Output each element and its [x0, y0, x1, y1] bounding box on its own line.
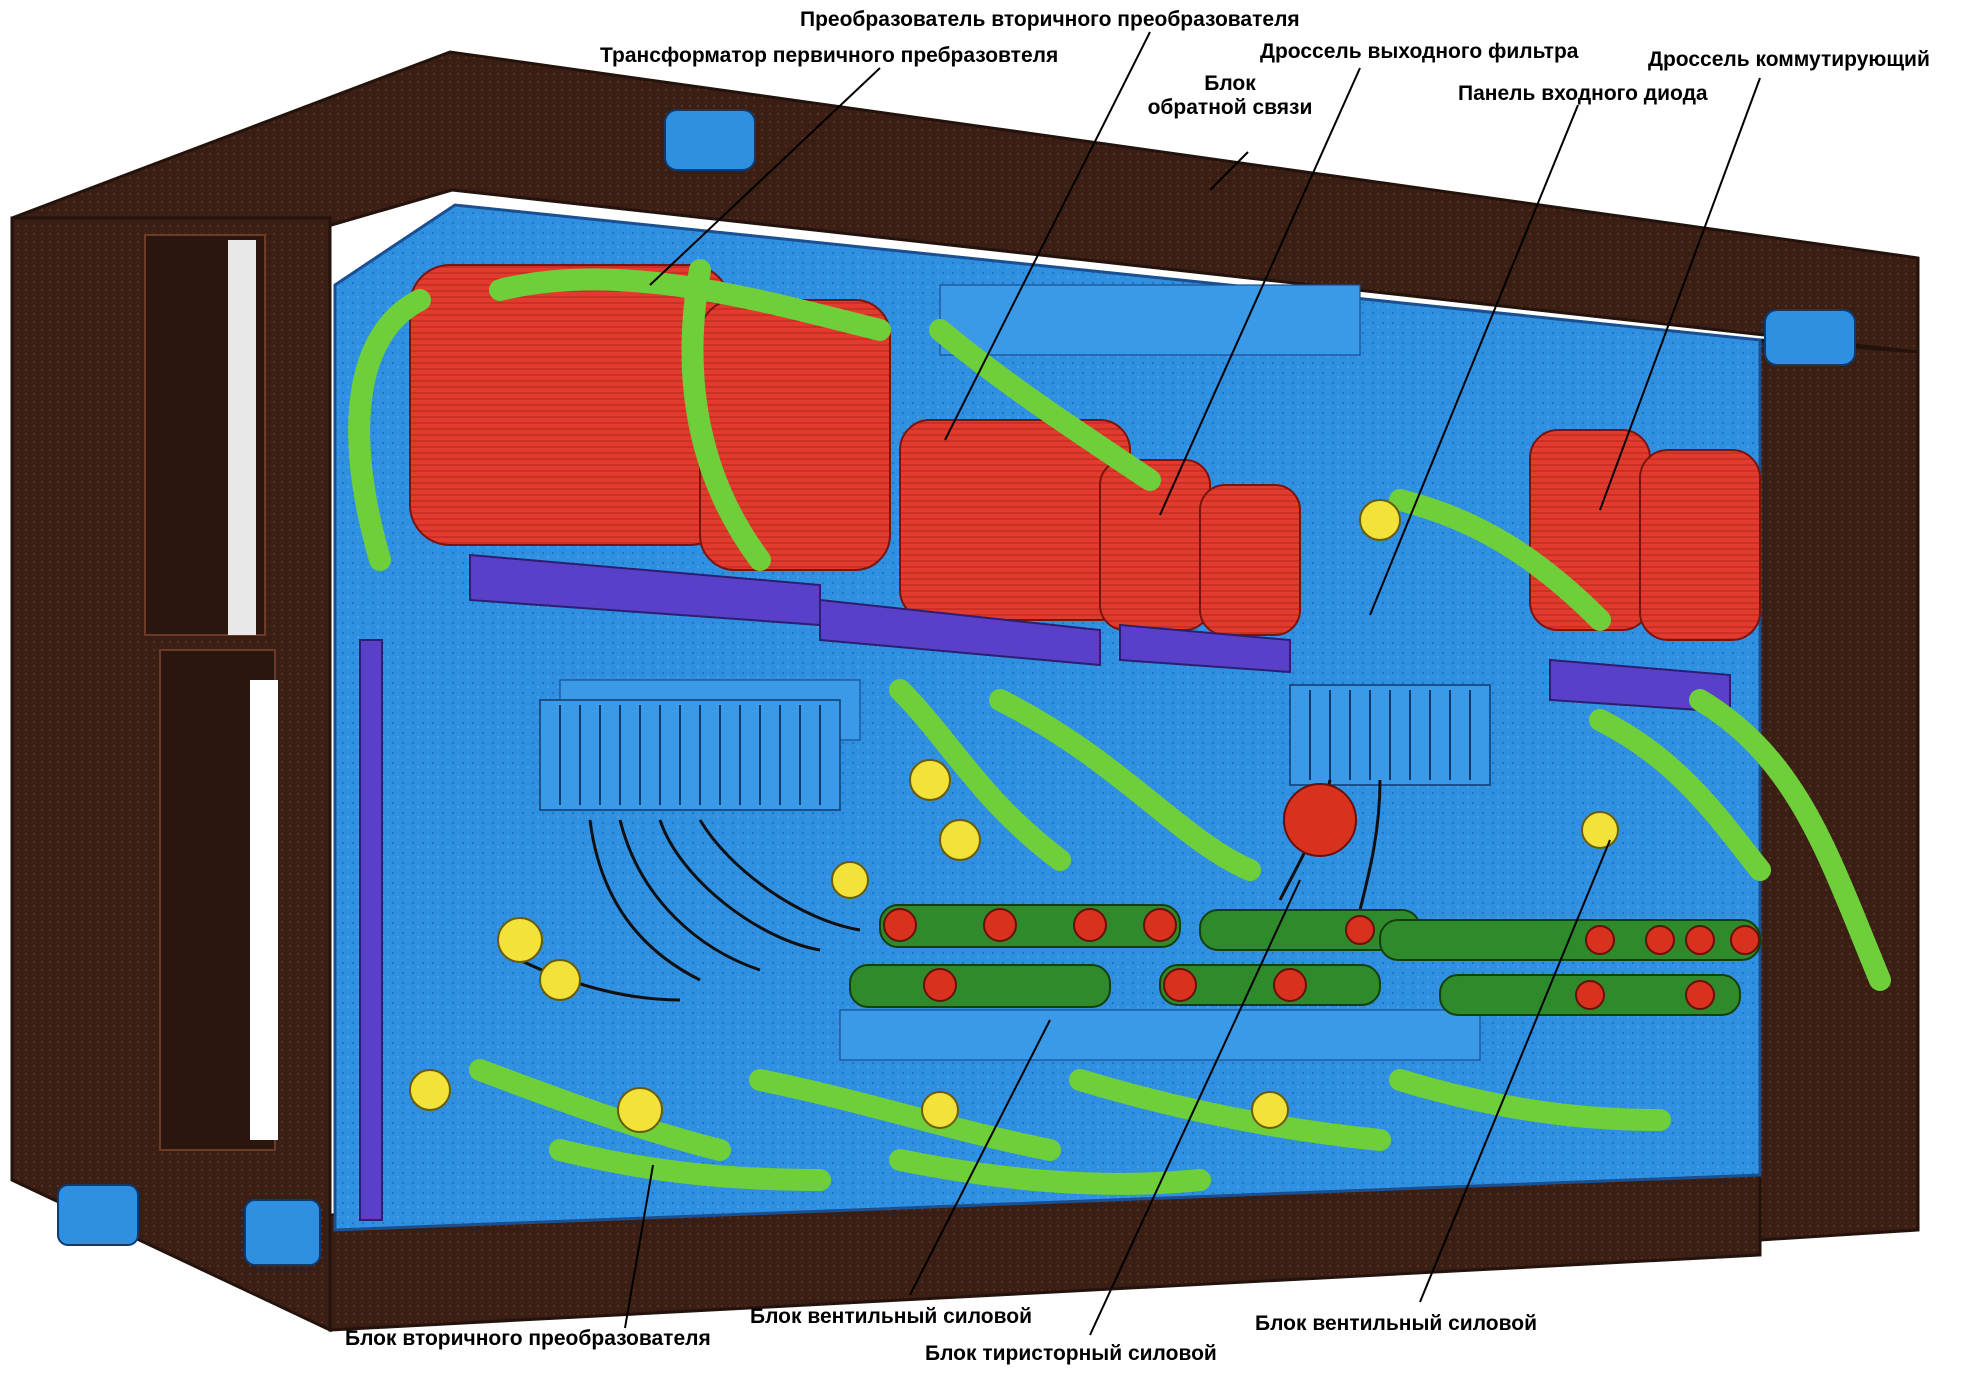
terminal-ticks: [559, 690, 1471, 805]
label-rectifier-power-block-left: Блок вентильный силовой: [750, 1305, 1032, 1328]
label-feedback-block-line1: Блок: [1204, 72, 1256, 95]
label-commutating-choke: Дроссель коммутирующий: [1648, 48, 1930, 71]
green-cables: [348, 259, 1891, 1195]
commutating-choke: [1529, 429, 1761, 641]
leader-thyristor-power-block: [1089, 879, 1301, 1336]
label-thyristor-power-block: Блок тиристорный силовой: [925, 1342, 1217, 1365]
leader-input-diode-panel: [1369, 104, 1579, 616]
leader-rectifier-power-block-left: [909, 1019, 1051, 1296]
leader-output-filter-choke: [1159, 67, 1361, 516]
label-feedback-block: Блок обратной связи: [1120, 72, 1340, 120]
label-feedback-block-line2: обратной связи: [1147, 96, 1313, 120]
leader-lines: [624, 31, 1761, 1336]
label-rectifier-power-block-right: Блок вентильный силовой: [1255, 1312, 1537, 1335]
mounting-brackets: [57, 109, 1856, 1266]
output-filter-choke: [1099, 459, 1301, 636]
leader-secondary-converter-converter: [944, 31, 1151, 441]
yellow-terminals: [409, 499, 1619, 1133]
leader-rectifier-power-block-right: [1419, 839, 1611, 1303]
leader-secondary-converter-block: [624, 1164, 654, 1329]
label-input-diode-panel: Панель входного диода: [1458, 82, 1708, 105]
label-secondary-converter-block: Блок вторичного преобразователя: [345, 1327, 711, 1350]
cabinet-body: [10, 50, 1920, 1333]
label-output-filter-choke: Дроссель выходного фильтра: [1260, 40, 1579, 63]
label-primary-transformer: Трансформатор первичного пребразовтеля: [600, 44, 1059, 67]
leader-feedback-block: [1209, 151, 1249, 191]
label-secondary-converter-converter: Преобразователь вторичного преобразовате…: [800, 8, 1300, 31]
bus-bars: [359, 553, 1731, 1221]
leader-primary-transformer: [649, 67, 881, 286]
leader-commutating-choke: [1599, 77, 1761, 511]
red-caps: [883, 783, 1760, 1010]
